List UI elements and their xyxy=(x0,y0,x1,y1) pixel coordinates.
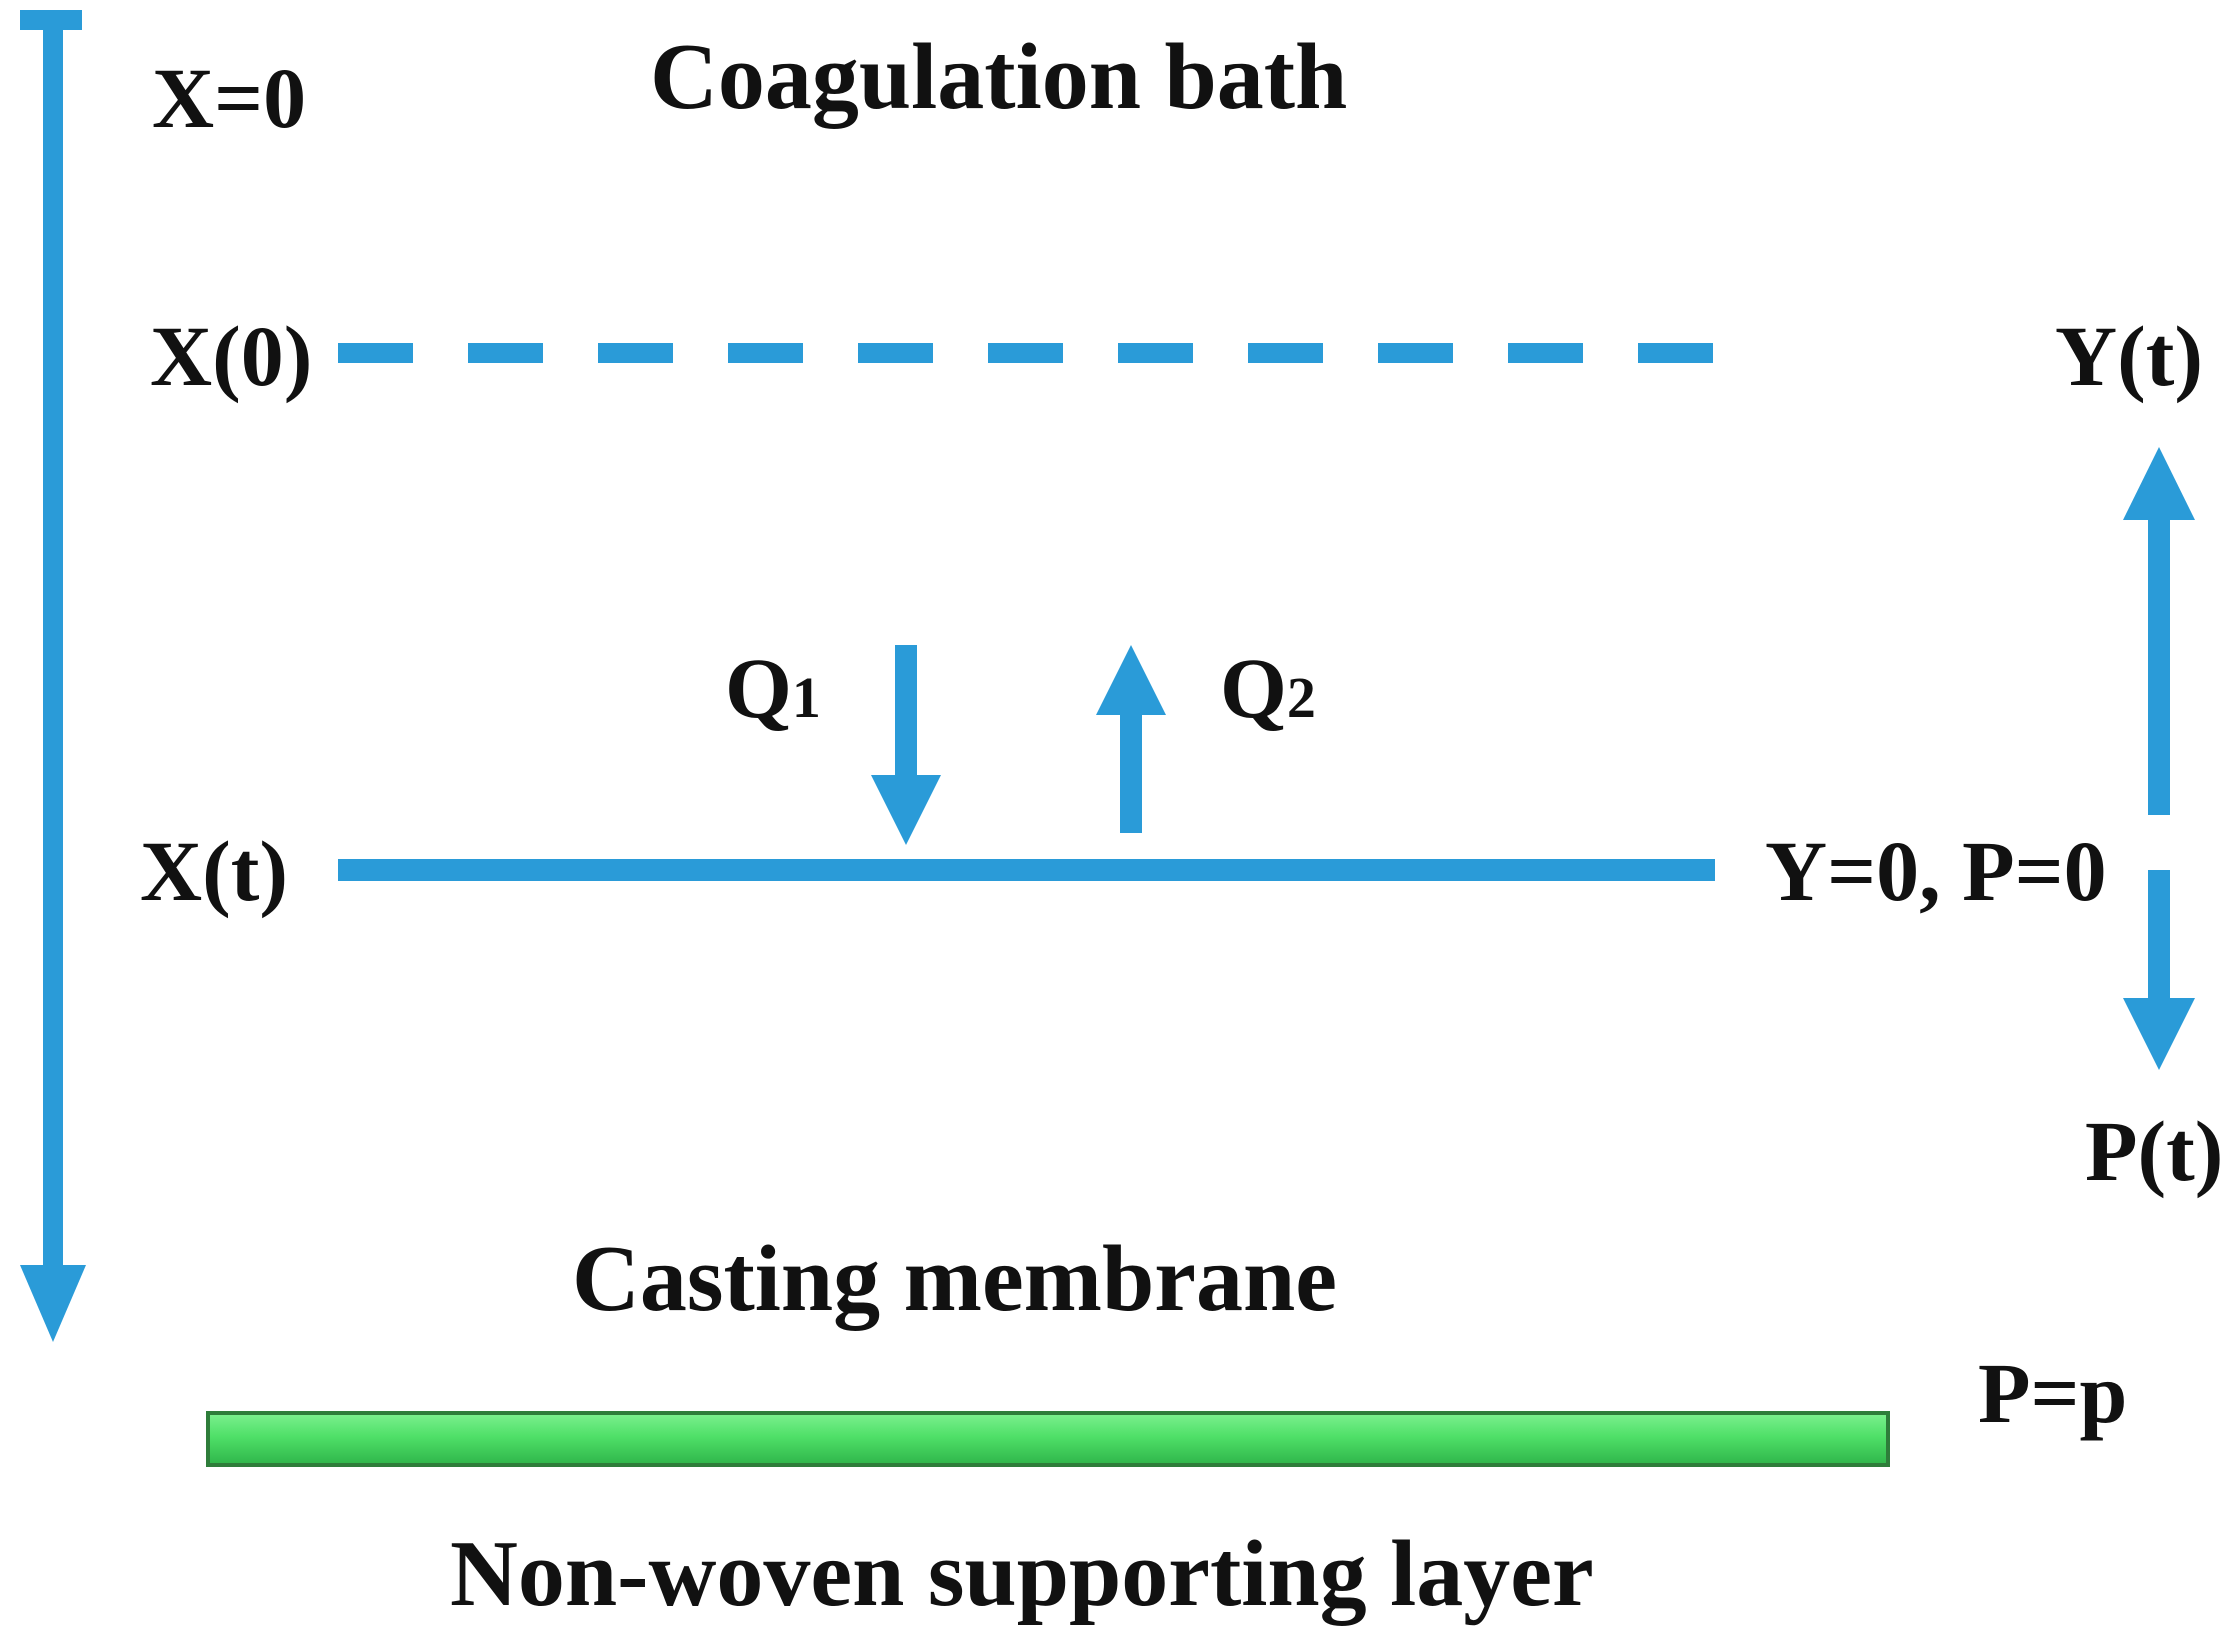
casting-membrane-label: Casting membrane xyxy=(572,1227,1337,1331)
q1-arrow-shaft xyxy=(895,645,917,780)
q2-label: Q2 xyxy=(1220,640,1316,736)
y-t-label: Y(t) xyxy=(2055,308,2203,404)
q2-main: Q xyxy=(1220,640,1287,736)
q1-main: Q xyxy=(725,640,792,736)
q2-flux-arrow xyxy=(1096,645,1166,833)
q1-subscript: 1 xyxy=(792,665,821,730)
down-arrow-icon xyxy=(871,775,941,845)
x-initial-label: X(0) xyxy=(150,308,312,404)
p-growth-arrow xyxy=(2123,870,2195,1070)
nonwoven-support-layer-bar xyxy=(206,1411,1890,1467)
q1-flux-arrow xyxy=(871,645,941,845)
depth-axis-arrow xyxy=(20,10,86,1342)
p-t-label: P(t) xyxy=(2085,1103,2223,1199)
p-equals-p-label: P=p xyxy=(1978,1345,2127,1441)
q1-label: Q1 xyxy=(725,640,821,736)
x-t-label: X(t) xyxy=(140,823,288,919)
up-arrow-icon xyxy=(2123,447,2195,520)
y-arrow-shaft xyxy=(2148,515,2170,815)
p-arrow-shaft xyxy=(2148,870,2170,1005)
depth-axis-shaft xyxy=(43,14,63,1269)
nonwoven-layer-label: Non-woven supporting layer xyxy=(450,1522,1594,1626)
down-arrow-icon xyxy=(20,1265,86,1342)
x-zero-label: X=0 xyxy=(152,50,306,146)
q2-subscript: 2 xyxy=(1287,665,1316,730)
coagulation-bath-label: Coagulation bath xyxy=(650,25,1347,129)
y0-p0-label: Y=0, P=0 xyxy=(1765,823,2107,919)
up-arrow-icon xyxy=(1096,645,1166,715)
q2-arrow-shaft xyxy=(1120,700,1142,833)
y-growth-arrow xyxy=(2123,447,2195,815)
down-arrow-icon xyxy=(2123,998,2195,1070)
